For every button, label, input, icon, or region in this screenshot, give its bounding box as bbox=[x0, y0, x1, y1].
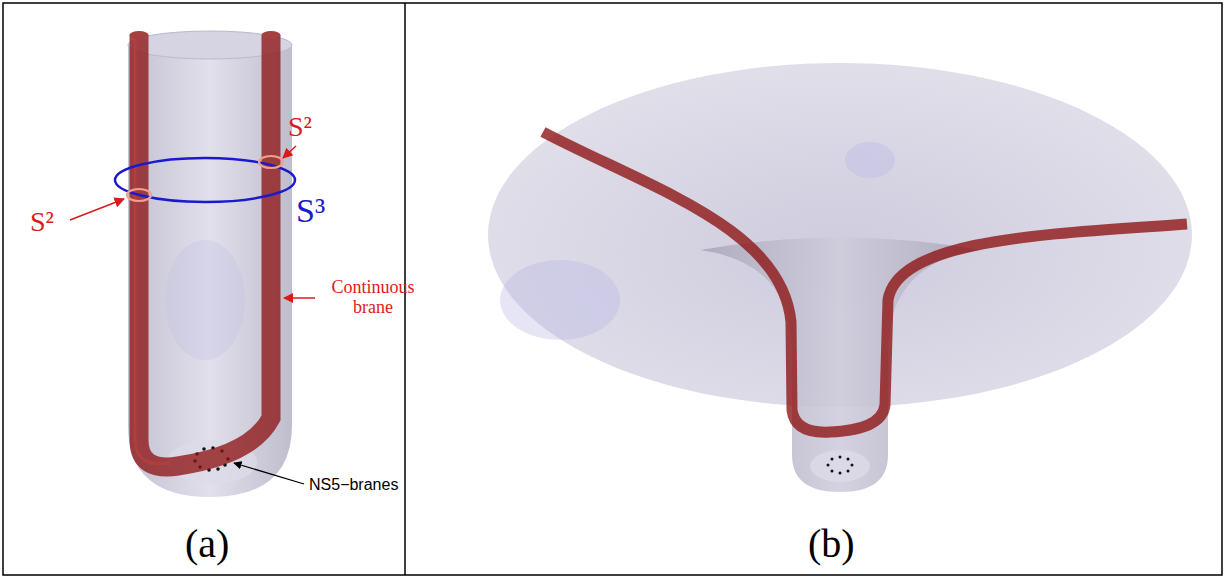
s3-ring bbox=[115, 158, 295, 202]
ns5-dot bbox=[847, 470, 850, 473]
panel-label: (a) bbox=[185, 522, 229, 566]
panel-label: (b) bbox=[808, 522, 855, 566]
leader-arrow bbox=[70, 199, 124, 220]
ns5-dot bbox=[202, 447, 206, 451]
funnel-throat bbox=[700, 238, 980, 493]
brane-tube bbox=[139, 35, 271, 467]
ns5-dot bbox=[216, 467, 220, 471]
ns5-dot bbox=[831, 470, 834, 473]
cap-highlight bbox=[810, 450, 870, 482]
cylinder-glow bbox=[165, 240, 245, 360]
sphere-label: S² bbox=[288, 112, 312, 143]
ns5-dot bbox=[839, 472, 842, 475]
s2-ring bbox=[127, 189, 151, 201]
sphere-label: S³ bbox=[296, 192, 325, 229]
leader-arrow bbox=[283, 146, 296, 158]
ns5-dot bbox=[831, 458, 834, 461]
sphere-label: S² bbox=[30, 207, 54, 238]
ns5-dot bbox=[839, 456, 842, 459]
brane-label: NS5−branes bbox=[309, 476, 398, 494]
frame bbox=[3, 3, 1222, 575]
ns5-dot bbox=[847, 458, 850, 461]
sheet-glow bbox=[500, 260, 620, 340]
brane-label: Continuous brane bbox=[318, 278, 428, 318]
brane-tube bbox=[543, 132, 1187, 432]
s2-ring bbox=[259, 156, 283, 168]
brane-end bbox=[130, 31, 149, 39]
ns5-dots bbox=[827, 456, 854, 475]
brane-highlight bbox=[135, 35, 170, 464]
brane-end bbox=[262, 31, 281, 39]
ns5-dot bbox=[827, 464, 830, 467]
sheet-glow bbox=[845, 142, 895, 178]
ns5-dot bbox=[851, 464, 854, 467]
leader-arrow bbox=[234, 463, 304, 484]
leader-arrow bbox=[284, 297, 315, 299]
